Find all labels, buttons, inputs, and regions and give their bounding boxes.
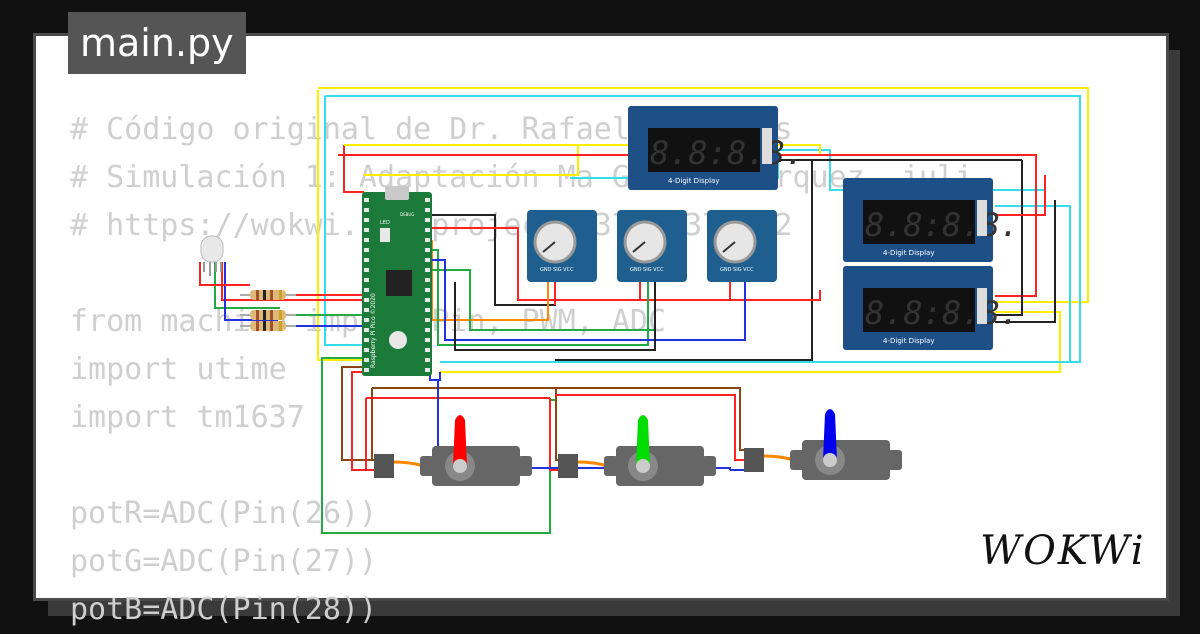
- seven-segment-display-3[interactable]: 8.8:8.8. 4-Digit Display: [843, 266, 1019, 350]
- code-line: potB=ADC(Pin(28)): [70, 592, 378, 627]
- wire: [995, 175, 1046, 216]
- servo-screw-icon: [453, 459, 467, 473]
- wire: [341, 366, 375, 461]
- wire: [555, 388, 560, 461]
- servo-horn[interactable]: [636, 415, 650, 466]
- seven-segment-display-2[interactable]: 8.8:8.8. 4-Digit Display: [843, 178, 1019, 262]
- servo-mount-tab: [604, 456, 618, 476]
- display-header: [977, 288, 987, 324]
- servo-lead: [577, 460, 609, 468]
- wire: [995, 200, 1056, 323]
- servo-mount-tab: [790, 450, 804, 470]
- raspberry-logo-icon: [389, 331, 407, 349]
- display-label: 4-Digit Display: [883, 249, 934, 257]
- servo-mount-tab: [420, 456, 434, 476]
- wire: [318, 87, 1089, 303]
- wire: [432, 259, 746, 341]
- wire: [432, 249, 649, 346]
- servo-horn[interactable]: [823, 409, 837, 460]
- pot-pin-label: GND SIG VCC: [630, 267, 664, 273]
- display-header: [762, 128, 772, 164]
- resistor[interactable]: [240, 310, 296, 320]
- wire: [440, 205, 1071, 363]
- wire: [549, 398, 560, 471]
- wire: [221, 262, 362, 301]
- led-body: [200, 235, 224, 263]
- wire: [779, 159, 1022, 162]
- servo-mount-tab: [518, 456, 532, 476]
- wire: [454, 280, 656, 351]
- display-screen: [863, 200, 975, 244]
- raspberry-pi-pico[interactable]: LED DEBUG Raspberry Pi Pico ©2020: [362, 186, 432, 376]
- wire: [364, 145, 579, 176]
- pico-debug-label: DEBUG: [400, 212, 414, 217]
- servo-connector: [558, 454, 578, 478]
- servo-3[interactable]: [744, 409, 902, 480]
- wire: [344, 144, 821, 155]
- wire: [351, 371, 375, 471]
- pot-pin-label: GND SIG VCC: [540, 267, 574, 273]
- wire: [343, 145, 364, 193]
- code-line: import utime: [70, 352, 287, 387]
- wire: [555, 394, 745, 461]
- resistor[interactable]: [240, 321, 296, 331]
- display-screen: [863, 288, 975, 332]
- potentiometer-2[interactable]: GND SIG VCC: [617, 210, 687, 282]
- servo-connector: [744, 448, 764, 472]
- display-header: [977, 200, 987, 236]
- seven-segment-display-1[interactable]: 8.8:8.8. 4-Digit Display: [628, 106, 804, 190]
- pot-pin-label: GND SIG VCC: [720, 267, 754, 273]
- servo-screw-icon: [823, 453, 837, 467]
- servo-screw-icon: [636, 459, 650, 473]
- wire: [438, 372, 441, 381]
- pico-pins: [364, 198, 430, 372]
- bootsel-button[interactable]: [380, 228, 390, 242]
- wokwi-logo: WOKWi: [980, 528, 1146, 574]
- code-line: potG=ADC(Pin(27)): [70, 544, 378, 579]
- servo-horn[interactable]: [453, 415, 467, 466]
- code-line: import tm1637: [70, 400, 305, 435]
- wire: [995, 160, 1023, 316]
- servo-connector: [374, 454, 394, 478]
- code-line: potR=ADC(Pin(26)): [70, 496, 378, 531]
- display-label: 4-Digit Display: [668, 177, 719, 185]
- pico-led-label: LED: [380, 220, 390, 226]
- resistor[interactable]: [240, 290, 296, 300]
- servo-lead: [393, 460, 425, 468]
- wire: [199, 262, 250, 286]
- display-digits: 8.8:8.8.: [865, 206, 1019, 244]
- wire: [440, 311, 1061, 373]
- pot-pointer: [542, 241, 556, 253]
- pot-pointer: [632, 241, 646, 253]
- servo-1[interactable]: [374, 415, 532, 486]
- filename-tab: main.py: [68, 12, 246, 74]
- servo-lead: [763, 454, 795, 462]
- usb-port: [385, 186, 409, 200]
- wire: [324, 96, 362, 346]
- wire: [555, 160, 813, 361]
- potentiometer-3[interactable]: GND SIG VCC: [707, 210, 777, 282]
- display-digits: 8.8:8.8.: [865, 294, 1019, 332]
- servo-mount-tab: [888, 450, 902, 470]
- pico-silkscreen: Raspberry Pi Pico ©2020: [370, 293, 377, 368]
- wire: [214, 262, 280, 309]
- potentiometer-1[interactable]: GND SIG VCC: [527, 210, 597, 282]
- pot-pointer: [722, 241, 736, 253]
- resistors: [240, 290, 296, 331]
- rgb-led[interactable]: [200, 235, 224, 276]
- wire: [437, 380, 731, 470]
- wire: [598, 280, 641, 301]
- servo-2[interactable]: [558, 415, 716, 486]
- servo-mount-tab: [702, 456, 716, 476]
- display-screen: [648, 128, 760, 172]
- display-digits: 8.8:8.8.: [650, 134, 804, 172]
- wire: [432, 227, 821, 301]
- rp2040-chip: [386, 270, 412, 296]
- display-label: 4-Digit Display: [883, 337, 934, 345]
